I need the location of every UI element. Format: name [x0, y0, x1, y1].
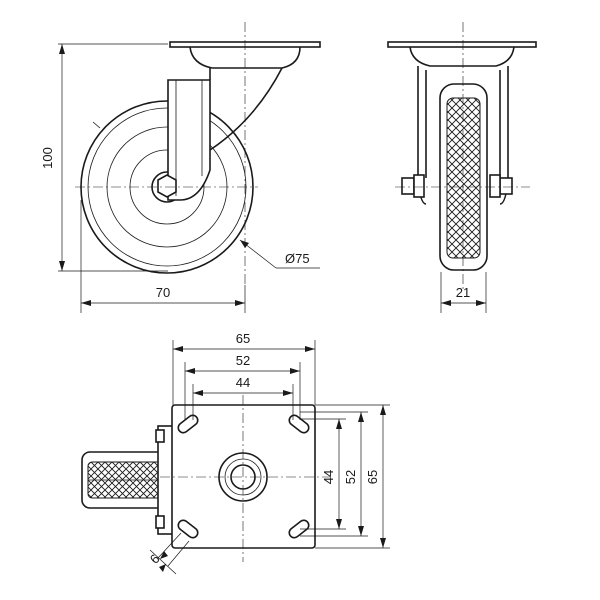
mounting-slot-br: [288, 519, 310, 539]
dim-label-65-h: 65: [236, 331, 250, 346]
dim-label-100: 100: [40, 147, 55, 169]
dim-label-diameter: Ø75: [285, 251, 310, 266]
dimension-holes-44-v: 44: [300, 418, 346, 530]
top-view: [81, 395, 330, 562]
mounting-slot-tr: [288, 414, 310, 434]
dimension-height: 100: [40, 43, 168, 272]
dim-label-6: 6: [147, 551, 163, 567]
fork-front: [417, 66, 509, 178]
swivel-housing: [189, 46, 301, 69]
mounting-plate-front: [387, 41, 537, 48]
dim-label-70: 70: [156, 285, 170, 300]
dim-label-44-v: 44: [321, 470, 336, 484]
dimension-tread-width: 21: [440, 272, 487, 313]
dimension-width: 70: [80, 200, 246, 313]
dim-label-52-v: 52: [343, 470, 358, 484]
fork-leg: [167, 79, 211, 201]
axle-bolt-left: [401, 177, 415, 195]
tread-pattern: [446, 97, 481, 259]
dimension-plate-65-v: 65: [315, 404, 390, 549]
axle-bolt-right: [499, 177, 513, 195]
dim-label-65-v: 65: [365, 470, 380, 484]
fork-curve: [209, 67, 283, 151]
front-view: [387, 22, 537, 290]
dimension-diameter: Ø75: [239, 239, 320, 269]
mounting-slot-tl: [177, 414, 199, 434]
wheel-front: [439, 83, 488, 271]
dimension-holes-44-h: 44: [192, 375, 294, 420]
side-view: [75, 22, 321, 285]
dim-label-21: 21: [456, 285, 470, 300]
mounting-slot-bl: [177, 519, 199, 539]
dimension-holes-52-h: 52: [184, 353, 301, 420]
mounting-plate-top: [171, 404, 316, 549]
dimension-holes-52-v: 52: [300, 411, 368, 537]
axle-nut: [157, 174, 177, 198]
dimension-plate-65-h: 65: [172, 331, 316, 405]
dim-label-44-h: 44: [236, 375, 250, 390]
dim-label-52-h: 52: [236, 353, 250, 368]
